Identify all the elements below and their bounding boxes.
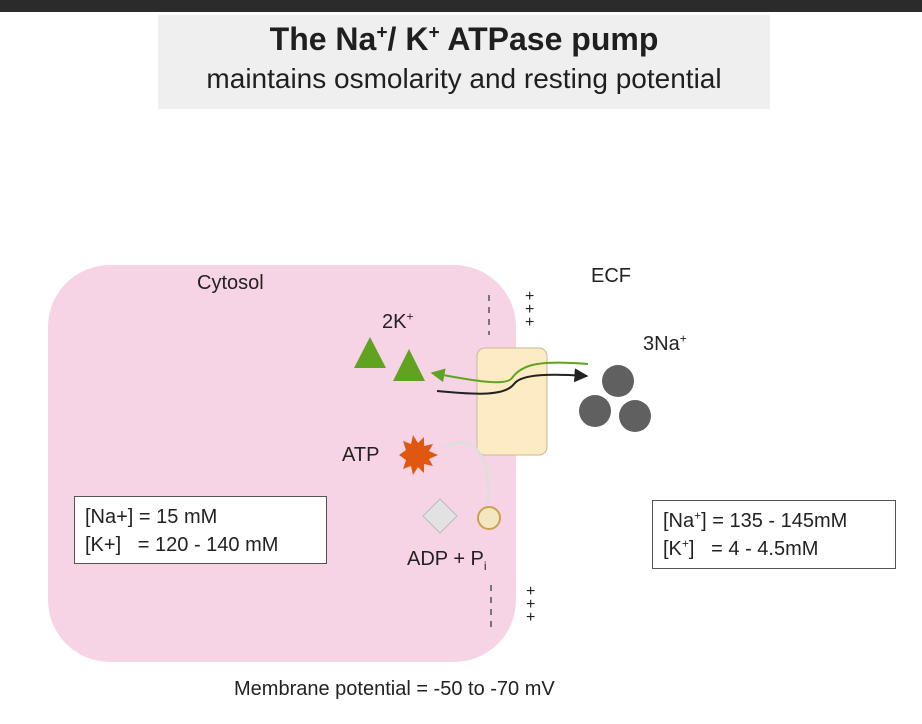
intracellular-k: [K+] = 120 - 140 mM — [85, 534, 279, 556]
k-ion-triangle-1 — [354, 337, 386, 368]
diagram-title: The Na+/ K+ ATPase pump — [269, 21, 659, 57]
na-outward-arrow — [436, 368, 589, 395]
cytosol-region — [48, 265, 516, 662]
extracellular-na: [Na+] = 135 - 145mM — [663, 508, 848, 532]
top-bar — [0, 0, 922, 12]
plus-sign: + — [526, 609, 536, 626]
extracellular-k: [K+] = 4 - 4.5mM — [663, 536, 819, 560]
intracellular-na: [Na+] = 15 mM — [85, 506, 218, 528]
adp-pi-label: ADP + Pi — [407, 548, 487, 573]
phosphate-circle — [477, 506, 501, 530]
plus-sign: + — [525, 314, 535, 331]
cytosol-label: Cytosol — [197, 272, 264, 294]
membrane-potential-label: Membrane potential = -50 to -70 mV — [234, 678, 555, 700]
plus-sign: + — [526, 596, 536, 613]
title-box: The Na+/ K+ ATPase pump maintains osmola… — [158, 15, 770, 109]
adp-diamond — [422, 498, 458, 534]
atpase-pump — [476, 347, 548, 456]
na-ion-circle-2 — [579, 395, 611, 427]
na-ion-label: 3Na+ — [643, 331, 687, 355]
atp-starburst — [399, 435, 438, 475]
k-ion-triangle-2 — [393, 349, 425, 381]
k-ion-label: 2K+ — [382, 309, 414, 333]
ecf-label: ECF — [591, 265, 631, 287]
plus-sign: + — [526, 583, 536, 600]
plus-sign: + — [525, 288, 535, 305]
plus-sign: + — [525, 301, 535, 318]
intracellular-concentrations: [Na+] = 15 mM [K+] = 120 - 140 mM — [74, 496, 327, 564]
k-inward-arrow — [430, 361, 589, 384]
extracellular-concentrations: [Na+] = 135 - 145mM [K+] = 4 - 4.5mM — [652, 500, 896, 569]
na-ion-circle-3 — [619, 400, 651, 432]
atp-label: ATP — [342, 444, 380, 466]
na-ion-circle-1 — [602, 365, 634, 397]
atp-hydrolysis-line — [442, 441, 490, 506]
diagram-subtitle: maintains osmolarity and resting potenti… — [206, 63, 722, 94]
